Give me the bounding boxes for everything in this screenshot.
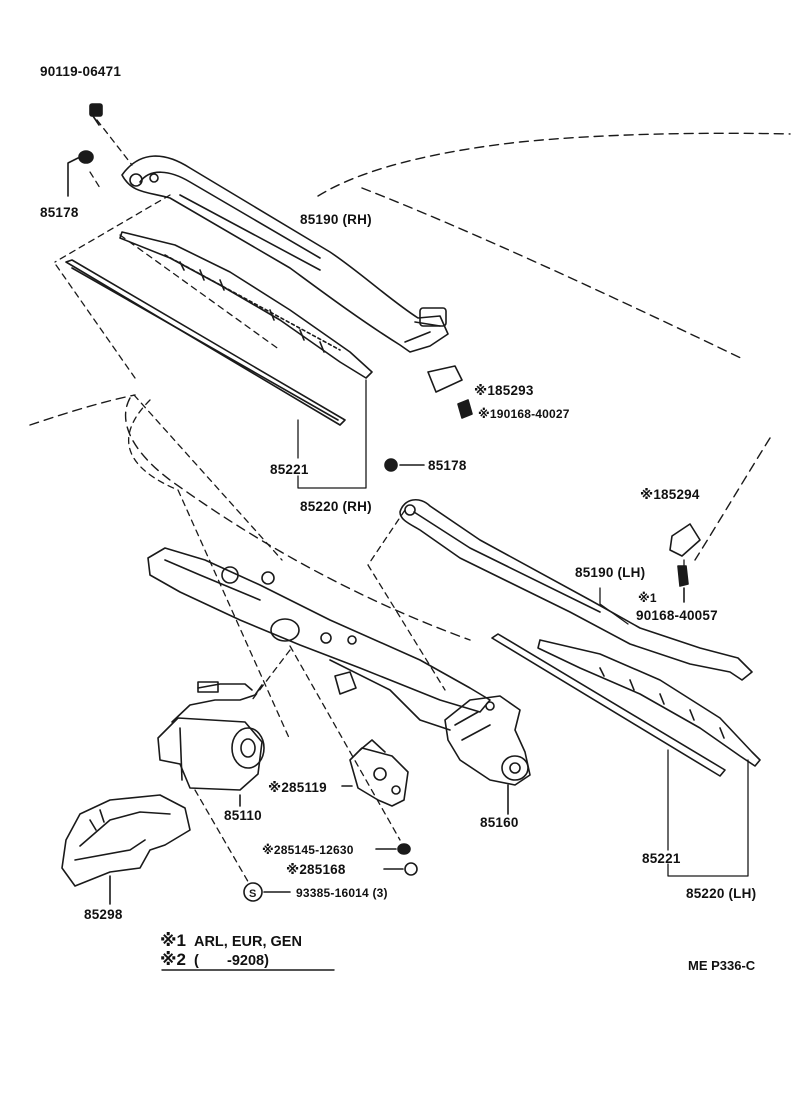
wiper-blade-lh-part bbox=[537, 639, 761, 767]
wiper-arm-rh-part bbox=[121, 155, 449, 353]
cap-mid-part bbox=[384, 458, 425, 472]
note-2: ※2 ( -9208) bbox=[160, 951, 269, 970]
note-1: ※1 ARL, EUR, GEN bbox=[160, 932, 302, 951]
linkage-rail-part bbox=[147, 547, 491, 731]
label-cap-mid: 85178 bbox=[428, 458, 467, 473]
label-cover-bottom: 85298 bbox=[84, 907, 123, 922]
label-refill-rh: 85221 bbox=[270, 462, 309, 477]
label-bolt-top: 90119-06471 bbox=[40, 64, 122, 79]
cap-top-part bbox=[67, 150, 94, 197]
label-motor: 85110 bbox=[224, 808, 262, 823]
cover-rh-part bbox=[427, 365, 463, 393]
label-arm-lh: 85190 (LH) bbox=[575, 565, 646, 580]
wiper-blade-rh-part bbox=[119, 231, 373, 379]
label-leaders-lh bbox=[599, 559, 749, 877]
note-1-mark: ※1 bbox=[160, 931, 186, 950]
figure-reference: ME P336-C bbox=[688, 958, 756, 973]
motor-cover-part bbox=[61, 794, 191, 905]
label-washer: ※285145-12630 bbox=[262, 843, 354, 857]
label-cap-top: 85178 bbox=[40, 205, 79, 220]
screw-rh-part bbox=[457, 399, 473, 419]
label-bolt-bottom: 93385-16014 (3) bbox=[296, 886, 388, 900]
washer-part bbox=[375, 843, 411, 855]
bracket-part bbox=[341, 739, 409, 807]
svg-text:S: S bbox=[249, 888, 256, 900]
link-assembly-part bbox=[444, 695, 531, 815]
note-2-text: ( -9208) bbox=[193, 953, 269, 969]
nut-part bbox=[383, 862, 418, 876]
label-leaders-rh bbox=[297, 379, 367, 489]
screw-lh-part bbox=[677, 565, 689, 603]
label-refill-lh: 85221 bbox=[642, 851, 681, 866]
label-screw-lh-mark: ※1 bbox=[638, 591, 657, 605]
wiper-arm-lh-part bbox=[399, 499, 753, 681]
label-bracket: ※285119 bbox=[268, 780, 327, 795]
bolt-bottom-part: S bbox=[243, 882, 291, 902]
note-2-mark: ※2 bbox=[160, 950, 186, 969]
label-blade-lh: 85220 (LH) bbox=[686, 886, 757, 901]
windshield-outline bbox=[29, 132, 791, 641]
label-screw-lh: 90168-40057 bbox=[636, 608, 718, 623]
refill-lh-part bbox=[491, 633, 726, 777]
label-cover-rh: ※185293 bbox=[474, 383, 534, 398]
label-screw-rh: ※190168-40027 bbox=[478, 407, 570, 421]
label-blade-rh: 85220 (RH) bbox=[300, 499, 372, 514]
label-cover-lh: ※185294 bbox=[640, 487, 700, 502]
note-1-text: ARL, EUR, GEN bbox=[193, 934, 302, 950]
label-nut: ※285168 bbox=[286, 862, 346, 877]
cover-lh-part bbox=[669, 523, 701, 557]
label-arm-rh: 85190 (RH) bbox=[300, 212, 372, 227]
leader-lines bbox=[54, 119, 446, 886]
bolt-top-part bbox=[89, 103, 103, 126]
wiper-motor-part bbox=[157, 681, 265, 807]
label-link: 85160 bbox=[480, 815, 519, 830]
refill-rh-part bbox=[65, 259, 346, 426]
